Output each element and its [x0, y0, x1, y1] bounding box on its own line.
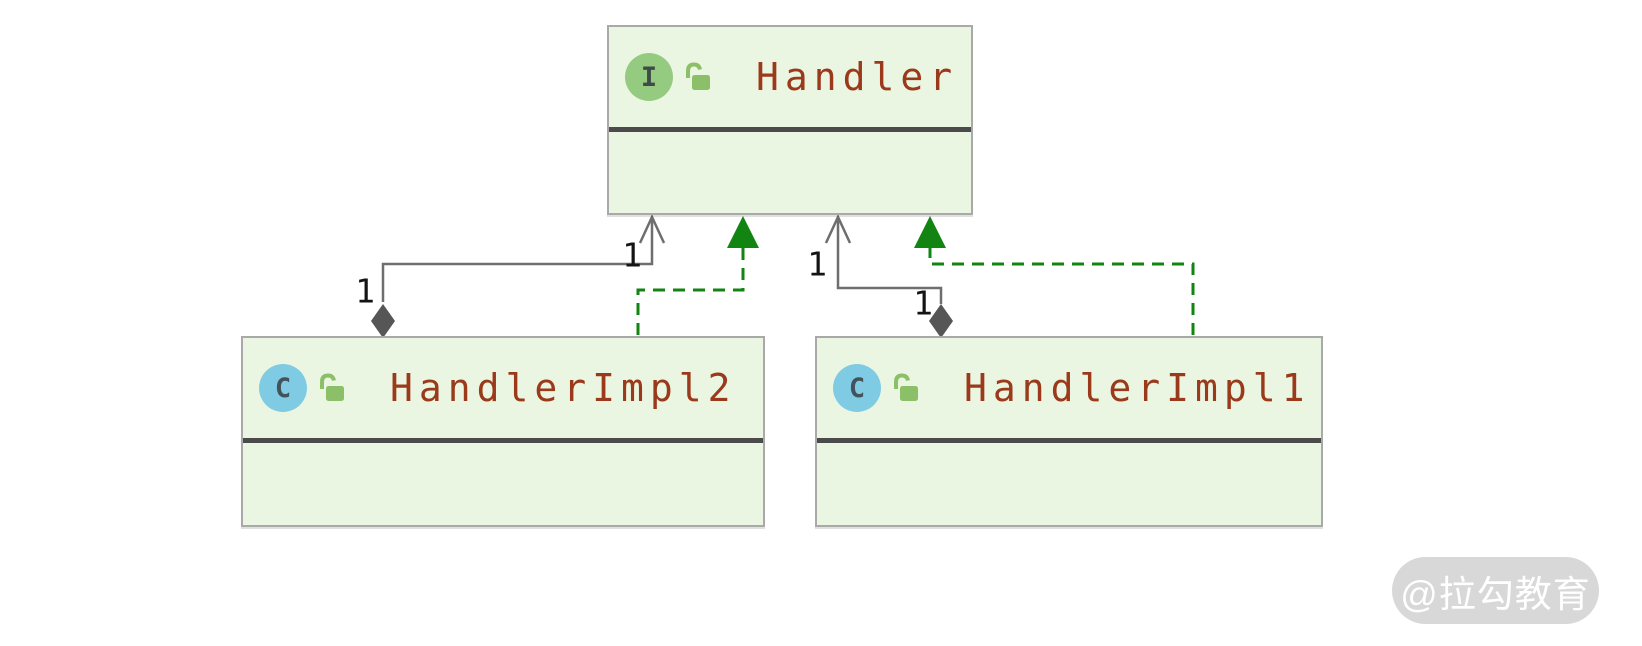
watermark-badge: @拉勾教育 — [1392, 557, 1599, 624]
class-node-handlerimpl1[interactable]: C HandlerImpl1 — [815, 336, 1323, 527]
class-icon: C — [833, 364, 881, 412]
unlocked-padlock-icon — [682, 61, 714, 93]
multiplicity-label: 1 — [355, 271, 375, 311]
class-icon: C — [259, 364, 307, 412]
multiplicity-label: 1 — [807, 244, 827, 284]
multiplicity-label: 1 — [622, 235, 642, 275]
members-section — [817, 443, 1321, 525]
unlocked-padlock-icon — [316, 372, 348, 404]
node-title-handler: I Handler — [609, 27, 971, 127]
interface-icon: I — [625, 53, 673, 101]
title-separator — [817, 438, 1321, 443]
unlocked-padlock-icon — [890, 372, 922, 404]
title-separator — [609, 127, 971, 132]
node-title-handlerimpl1: C HandlerImpl1 — [817, 338, 1321, 438]
class-name-label: HandlerImpl2 — [390, 366, 737, 410]
title-separator — [243, 438, 763, 443]
aggregation-edge-handlerimpl1[interactable] — [824, 214, 953, 338]
class-node-handlerimpl2[interactable]: C HandlerImpl2 — [241, 336, 765, 527]
class-name-label: HandlerImpl1 — [964, 366, 1311, 410]
realization-edge-handlerimpl1[interactable] — [914, 216, 1195, 335]
aggregation-edge-handlerimpl2[interactable] — [371, 214, 666, 338]
members-section — [609, 132, 971, 213]
class-name-label: Handler — [756, 55, 959, 99]
members-section — [243, 443, 763, 525]
realization-edge-handlerimpl2[interactable] — [636, 216, 759, 335]
node-title-handlerimpl2: C HandlerImpl2 — [243, 338, 763, 438]
multiplicity-label: 1 — [913, 283, 933, 323]
class-node-handler[interactable]: I Handler — [607, 25, 973, 215]
